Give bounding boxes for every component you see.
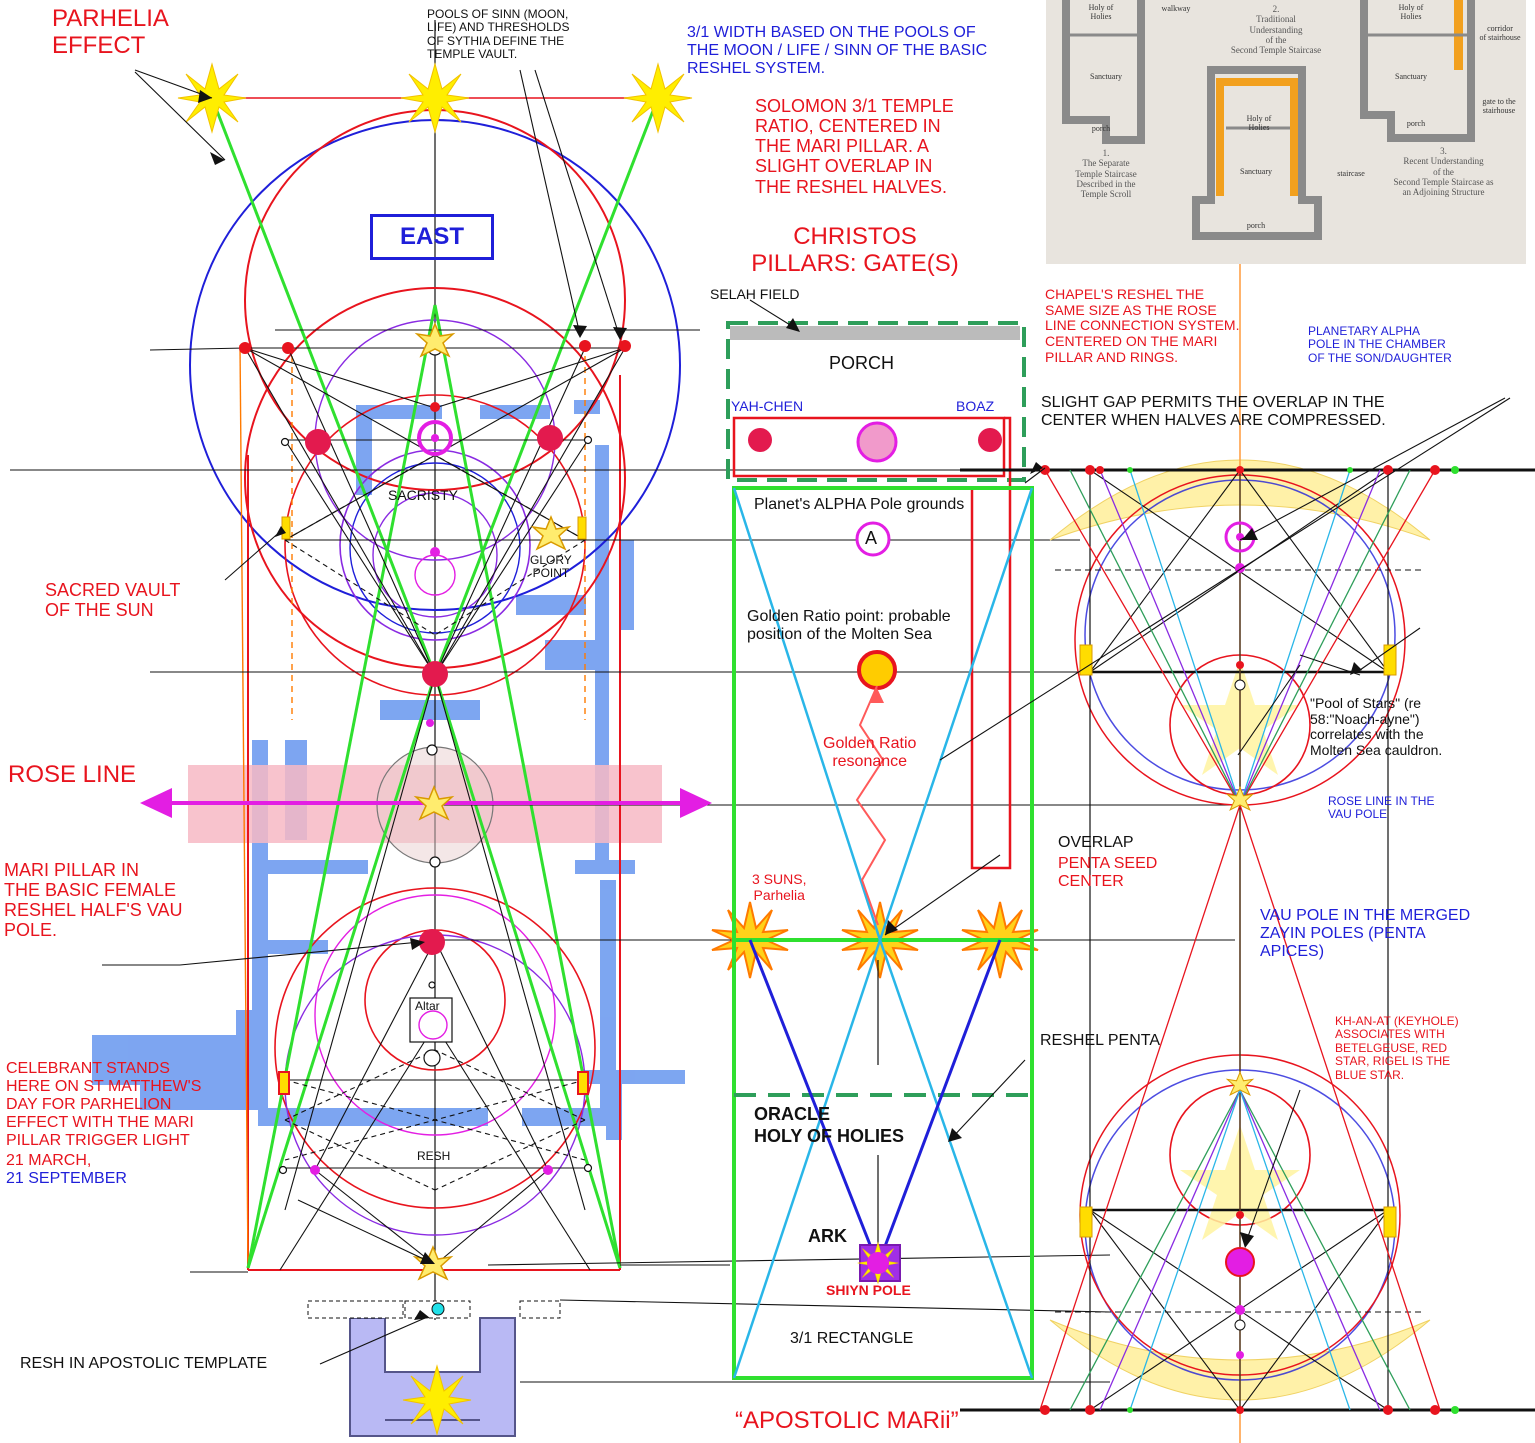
room-label: Holy of Holies: [1088, 3, 1114, 21]
sacristy-label: SACRISTY: [388, 487, 459, 503]
christos-pillars-label: CHRISTOS PILLARS: GATE(S): [751, 223, 959, 277]
pools-of-sinn-note: POOLS OF SINN (MOON, LIFE) AND THRESHOLD…: [427, 7, 570, 62]
alpha-letter: A: [865, 528, 878, 548]
alpha-pole-label: Planet's ALPHA Pole grounds: [754, 496, 965, 513]
date-september: 21 SEPTEMBER: [6, 1170, 127, 1187]
staircase-inset: 2. Traditional Understanding of the Seco…: [1046, 0, 1526, 264]
penta-seed-label: PENTA SEED CENTER: [1058, 855, 1158, 890]
date-march: 21 MARCH,: [6, 1152, 92, 1169]
room-label: Holy of Holies: [1246, 114, 1272, 132]
rose-line-label: ROSE LINE: [8, 761, 137, 788]
right-reshel: [960, 250, 1535, 1443]
porch-label: PORCH: [829, 353, 895, 373]
room-label: gate to the stairhouse: [1482, 97, 1516, 115]
sacred-vault-label: SACRED VAULT OF THE SUN: [45, 580, 181, 621]
celebrant-note: CELEBRANT STANDS HERE ON ST MATTHEW'S DA…: [6, 1060, 202, 1149]
room-label: Sanctuary: [1395, 72, 1427, 81]
room-label: corridor of stairhouse: [1479, 24, 1521, 42]
east-label: EAST: [370, 214, 494, 260]
glory-point-label: GLORY POINT: [530, 553, 572, 581]
solomon-ratio-note: SOLOMON 3/1 TEMPLE RATIO, CENTERED IN TH…: [755, 96, 954, 197]
planetary-alpha-note: PLANETARY ALPHA POLE IN THE CHAMBER OF T…: [1308, 324, 1452, 365]
apostolic-marii-label: “APOSTOLIC MARii”: [735, 1407, 959, 1434]
selah-field-label: SELAH FIELD: [710, 286, 800, 302]
chapel-reshel-note: CHAPEL'S RESHEL THE SAME SIZE AS THE ROS…: [1045, 286, 1240, 365]
room-label: Holy of Holies: [1398, 3, 1424, 21]
parhelia-effect-label: PARHELIA EFFECT: [52, 5, 169, 59]
room-label: staircase: [1337, 169, 1365, 178]
ark-label: ARK: [808, 1226, 847, 1246]
width-3-1-note: 3/1 WIDTH BASED ON THE POOLS OF THE MOON…: [687, 24, 988, 77]
3-1-rectangle: [732, 486, 1034, 1380]
overlap-label: OVERLAP: [1058, 834, 1134, 851]
room-label: porch: [1246, 221, 1266, 230]
vau-pole-note: VAU POLE IN THE MERGED ZAYIN POLES (PENT…: [1260, 907, 1471, 960]
oracle-label: ORACLE HOLY OF HOLIES: [754, 1104, 905, 1146]
room-label: Sanctuary: [1090, 72, 1122, 81]
caption-recent: 3. Recent Understanding of the Second Te…: [1393, 146, 1494, 198]
room-label: walkway: [1161, 4, 1191, 13]
porch-dashed: [726, 321, 1026, 482]
mari-pillar-note: MARI PILLAR IN THE BASIC FEMALE RESHEL H…: [4, 860, 183, 941]
golden-ratio-point-note: Golden Ratio point: probable position of…: [747, 608, 951, 643]
shiyn-pole-label: SHIYN POLE: [826, 1282, 911, 1298]
reshel-penta-label: RESHEL PENTA: [1040, 1032, 1161, 1049]
pool-of-stars-note: "Pool of Stars" (re 58:"Noach-ayne") cor…: [1310, 695, 1443, 759]
rose-line-vau-note: ROSE LINE IN THE VAU POLE: [1328, 794, 1435, 822]
room-label: Sanctuary: [1240, 167, 1272, 176]
resh-apostolic-note: RESH IN APOSTOLIC TEMPLATE: [20, 1355, 268, 1372]
three-suns-label: 3 SUNS, Parhelia: [752, 871, 807, 903]
caption-traditional: 2. Traditional Understanding of the Seco…: [1230, 4, 1322, 56]
resh-label: RESH: [417, 1149, 451, 1163]
room-label: porch: [1091, 124, 1111, 133]
golden-ratio-resonance-label: Golden Ratio resonance: [823, 735, 917, 770]
caption-separate: 1. The Separate Temple Staircase Describ…: [1075, 148, 1137, 200]
room-label: porch: [1406, 119, 1426, 128]
yah-chen-label: YAH-CHEN: [731, 398, 804, 414]
rect-3-1-label: 3/1 RECTANGLE: [790, 1330, 914, 1347]
boaz-label: BOAZ: [956, 398, 995, 414]
kh-an-at-note: KH-AN-AT (KEYHOLE) ASSOCIATES WITH BETEL…: [1335, 1014, 1459, 1082]
slight-gap-note: SLIGHT GAP PERMITS THE OVERLAP IN THE CE…: [1041, 394, 1386, 429]
altar-label: Altar: [415, 999, 440, 1013]
staircase-plans: [1062, 0, 1475, 240]
